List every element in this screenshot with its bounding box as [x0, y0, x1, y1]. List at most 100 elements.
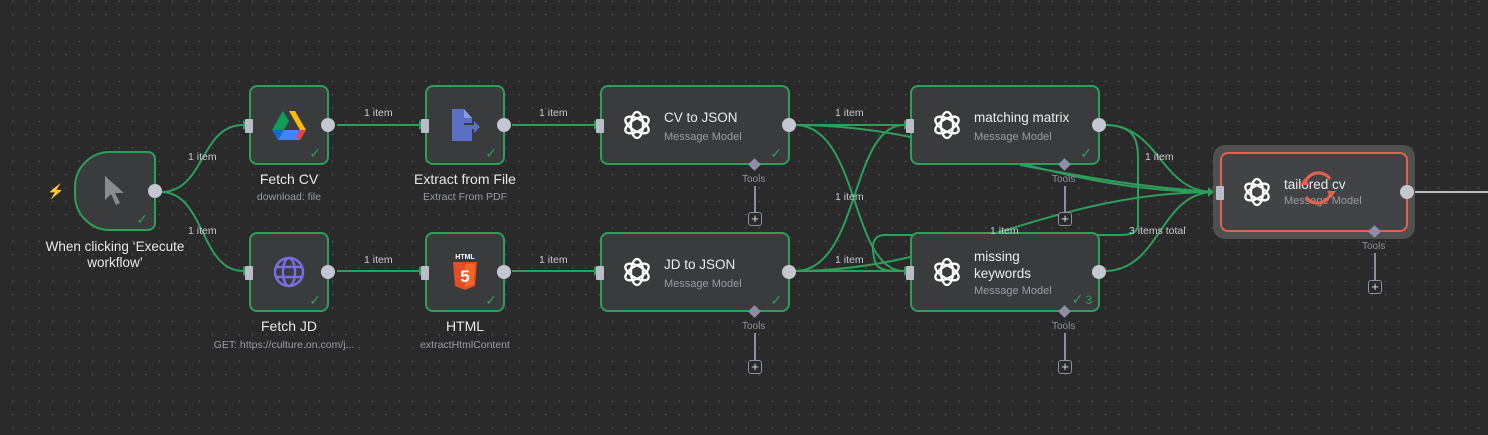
- node-title: JD to JSON: [664, 257, 736, 272]
- tools-label: Tools: [742, 174, 766, 185]
- node-tailored-cv[interactable]: tailored cv Message Model: [1216, 152, 1414, 232]
- node-title: When clicking ‘Execute workflow’: [46, 239, 185, 271]
- tools-connector: [1064, 333, 1066, 360]
- tools-connector: [1064, 186, 1066, 212]
- edge-trigger-fetch-cv[interactable]: [160, 124, 244, 193]
- output-port[interactable]: [1092, 118, 1106, 132]
- edge-label: 3 items total: [1129, 225, 1186, 237]
- openai-icon: [930, 108, 964, 142]
- input-port[interactable]: [421, 119, 429, 133]
- node-subtitle: Extract From PDF: [422, 191, 508, 203]
- node-title: Fetch CV: [259, 171, 319, 187]
- success-check-icon: ✓: [136, 211, 148, 227]
- input-port[interactable]: [245, 266, 253, 280]
- google-drive-icon: [272, 110, 306, 140]
- html5-icon-label: HTML: [455, 254, 475, 261]
- input-port[interactable]: [421, 266, 429, 280]
- node-cv-to-json[interactable]: CV to JSON Message Model ✓: [596, 85, 796, 165]
- node-extract-from-file[interactable]: ✓: [421, 85, 511, 165]
- add-tool-button[interactable]: +: [748, 360, 762, 374]
- output-port[interactable]: [782, 118, 796, 132]
- output-port[interactable]: [1092, 265, 1106, 279]
- success-check-icon: ✓: [485, 292, 497, 308]
- cursor-icon: [102, 174, 128, 208]
- output-port[interactable]: [1400, 185, 1414, 199]
- output-port[interactable]: [321, 118, 335, 132]
- input-port[interactable]: [245, 119, 253, 133]
- add-tool-button[interactable]: +: [1058, 360, 1072, 374]
- node-title: Extract from File: [414, 171, 516, 187]
- edge-label: 1 item: [539, 107, 568, 119]
- trigger-bolt-icon: ⚡: [47, 183, 65, 199]
- input-port[interactable]: [906, 266, 914, 280]
- success-check-icon: ✓: [1080, 145, 1092, 161]
- openai-icon: [620, 255, 654, 289]
- svg-text:5: 5: [460, 267, 469, 286]
- tools-connector: [754, 333, 756, 360]
- openai-icon: [620, 108, 654, 142]
- check-glyph: ✓: [1071, 291, 1084, 307]
- edge-label: 1 item: [835, 254, 864, 266]
- input-port[interactable]: [596, 119, 604, 133]
- node-title-line: When clicking ‘Execute: [45, 239, 185, 254]
- success-check-icon: ✓: [770, 292, 782, 308]
- add-tool-button[interactable]: +: [1058, 212, 1072, 226]
- openai-icon: [1240, 175, 1274, 209]
- run-count: 3: [1085, 293, 1092, 307]
- node-title-line: keywords: [974, 266, 1032, 281]
- node-trigger[interactable]: ✓: [74, 151, 162, 231]
- running-spinner-icon: [1297, 167, 1339, 209]
- tools-label: Tools: [1052, 174, 1076, 185]
- success-check-icon: ✓: [309, 145, 321, 161]
- edge-label: 1 item: [539, 254, 568, 266]
- node-title: tailored cv: [1284, 177, 1346, 192]
- success-check-icon: ✓: [770, 145, 782, 161]
- edge-label: 1 item: [188, 151, 217, 163]
- success-check-icon: ✓: [309, 292, 321, 308]
- output-port[interactable]: [148, 184, 162, 198]
- node-title: missing keywords: [974, 248, 1031, 282]
- edge-trigger-fetch-jd[interactable]: [160, 191, 244, 272]
- node-missing-keywords[interactable]: missing keywords Message Model ✓3: [906, 232, 1106, 312]
- edge-label: 1 item: [835, 191, 864, 203]
- input-port[interactable]: [906, 119, 914, 133]
- output-port[interactable]: [782, 265, 796, 279]
- tools-label: Tools: [1052, 321, 1076, 332]
- node-title-line: workflow’: [87, 255, 143, 270]
- edge-label: 1 item: [835, 107, 864, 119]
- edge-label: 1 item: [188, 225, 217, 237]
- output-port[interactable]: [497, 118, 511, 132]
- node-jd-to-json[interactable]: JD to JSON Message Model ✓: [596, 232, 796, 312]
- node-title: HTML: [445, 318, 485, 334]
- tools-label: Tools: [742, 321, 766, 332]
- edge-missing-tailored[interactable]: [1104, 191, 1215, 272]
- output-port[interactable]: [321, 265, 335, 279]
- node-subtitle: GET: https://culture.on.com/j...: [213, 339, 355, 351]
- edge-label: 1 item: [1145, 151, 1174, 163]
- node-fetch-cv[interactable]: ✓: [245, 85, 335, 165]
- edge-matching-missing[interactable]: [871, 124, 1139, 272]
- edge-jdjson-matching[interactable]: [794, 124, 905, 272]
- node-title-line: missing: [974, 249, 1020, 264]
- add-tool-button[interactable]: +: [1368, 280, 1382, 294]
- node-fetch-jd[interactable]: ✓: [245, 232, 335, 312]
- edge-label: 1 item: [364, 254, 393, 266]
- output-port[interactable]: [497, 265, 511, 279]
- node-subtitle: download: file: [256, 191, 322, 203]
- node-title: Fetch JD: [260, 318, 318, 334]
- html5-icon: HTML 5: [453, 254, 477, 290]
- success-check-icon: ✓3: [1072, 292, 1092, 307]
- edge-jdjson-tailored[interactable]: [794, 191, 1215, 272]
- globe-icon: [272, 255, 306, 289]
- input-port[interactable]: [596, 266, 604, 280]
- node-title: CV to JSON: [664, 110, 738, 125]
- node-subtitle: Message Model: [664, 278, 742, 290]
- success-check-icon: ✓: [485, 145, 497, 161]
- edge-cvjson-down[interactable]: [1019, 164, 1215, 193]
- node-matching-matrix[interactable]: matching matrix Message Model ✓: [906, 85, 1106, 165]
- node-html[interactable]: HTML 5 ✓: [421, 232, 511, 312]
- input-port[interactable]: [1216, 186, 1224, 200]
- add-tool-button[interactable]: +: [748, 212, 762, 226]
- tools-connector: [1374, 253, 1376, 280]
